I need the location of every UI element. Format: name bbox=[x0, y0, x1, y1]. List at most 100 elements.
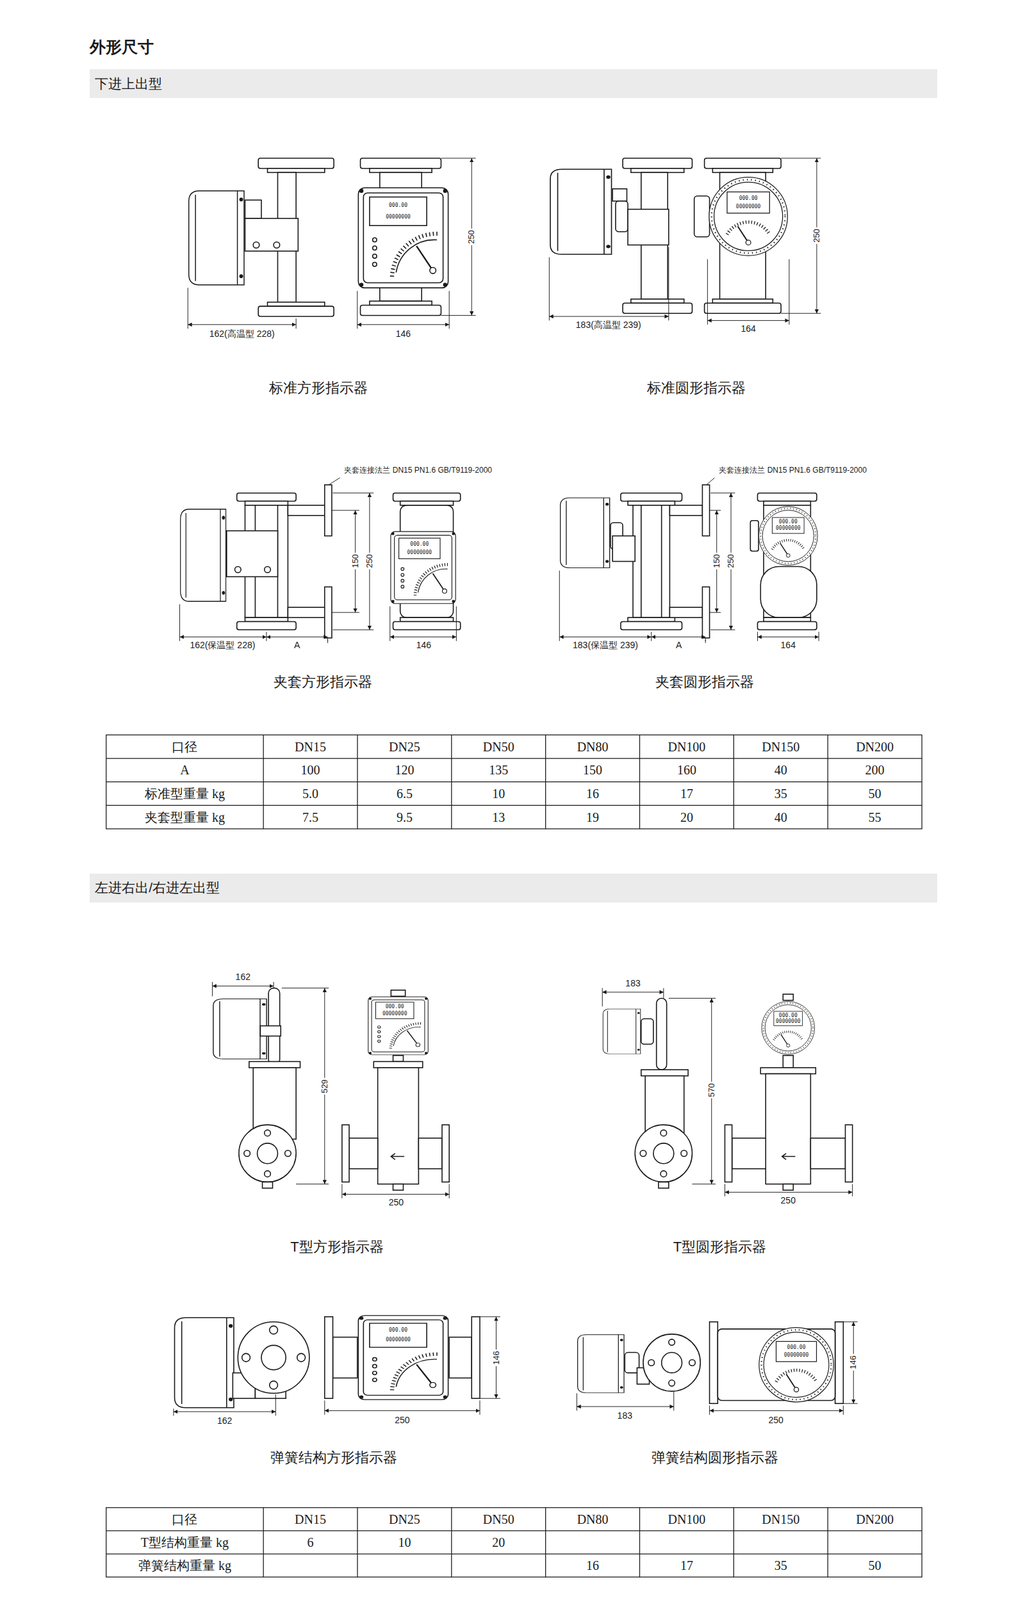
dimension-line bbox=[212, 985, 274, 987]
dimension-line bbox=[549, 158, 821, 325]
dimension-line bbox=[179, 636, 266, 638]
figure-caption: 弹簧结构圆形指示器 bbox=[651, 1449, 779, 1466]
table-cell: DN15 bbox=[294, 739, 327, 755]
dimension-line bbox=[602, 991, 664, 993]
table-cell: DN25 bbox=[388, 739, 421, 755]
jacket-round-meter bbox=[702, 484, 710, 537]
table-cell: 35 bbox=[774, 1558, 788, 1574]
standard-square-meter bbox=[358, 187, 448, 288]
jacket-square-meter bbox=[226, 531, 279, 578]
table-cell: 120 bbox=[394, 762, 414, 778]
jacket-round-meter bbox=[632, 505, 670, 618]
standard-square-meter bbox=[267, 168, 325, 173]
table-grid bbox=[106, 734, 922, 829]
table-cell: 19 bbox=[586, 809, 599, 825]
t-round-meter bbox=[845, 1124, 853, 1182]
display-digits: 000.00 bbox=[779, 519, 798, 525]
t-square-meter bbox=[213, 988, 450, 1191]
dimension-line bbox=[576, 1322, 858, 1416]
jacket-round-meter bbox=[757, 493, 817, 502]
display-digits: 000.00 bbox=[739, 196, 758, 202]
table-cell: 20 bbox=[492, 1534, 505, 1550]
table-cell: 50 bbox=[868, 786, 882, 802]
jacket-round-meter bbox=[620, 493, 683, 502]
figure-caption: 标准圆形指示器 bbox=[647, 379, 746, 396]
table-cell: 135 bbox=[488, 762, 509, 778]
display-digits: 00000000 bbox=[407, 550, 433, 556]
spring-square-meter bbox=[174, 1315, 480, 1409]
table-cell: 20 bbox=[680, 809, 694, 825]
dimension-line bbox=[187, 158, 476, 329]
t-round-meter bbox=[641, 1018, 654, 1045]
table-cell: DN25 bbox=[388, 1511, 421, 1527]
dimension-value: 164 bbox=[739, 323, 757, 334]
t-square-meter bbox=[285, 1150, 292, 1157]
dimension-value: 250 bbox=[467, 228, 477, 246]
t-round-meter bbox=[602, 994, 853, 1191]
spring-square-meter bbox=[269, 1326, 279, 1335]
table-cell: 弹簧结构重量 kg bbox=[138, 1558, 232, 1574]
standard-round-meter bbox=[612, 188, 627, 202]
jacket-square-meter bbox=[324, 586, 332, 639]
table-cell: 200 bbox=[865, 762, 885, 778]
jacket-square-meter bbox=[244, 617, 288, 622]
t-round-meter bbox=[782, 994, 794, 1001]
dimension-line bbox=[705, 638, 706, 644]
dimension-value: 146 bbox=[394, 328, 412, 339]
dimension-line bbox=[212, 982, 450, 1199]
standard-square-meter bbox=[244, 218, 298, 252]
t-round-meter bbox=[782, 1184, 794, 1191]
dimension-value: 250 bbox=[726, 553, 737, 571]
t-square-meter bbox=[418, 1138, 443, 1170]
table-cell: DN200 bbox=[855, 1511, 894, 1527]
table-grid bbox=[106, 1508, 922, 1578]
table-cell: 6.5 bbox=[396, 786, 413, 802]
t-square-meter bbox=[393, 1055, 404, 1063]
dimension-line bbox=[173, 1411, 276, 1412]
dimension-value: 162 bbox=[215, 1415, 234, 1427]
t-round-meter bbox=[782, 1153, 796, 1161]
table-cell: 口径 bbox=[171, 1511, 198, 1527]
standard-square-meter bbox=[188, 190, 245, 286]
section-band: 下进上出型 bbox=[89, 69, 938, 99]
display-digits: 00000000 bbox=[736, 204, 762, 210]
display-digits: 00000000 bbox=[784, 1353, 810, 1359]
jacket-round-meter bbox=[560, 497, 610, 568]
table-cell: A bbox=[180, 762, 189, 778]
standard-square-meter bbox=[258, 158, 334, 169]
spring-round-meter bbox=[668, 1339, 676, 1346]
dimension-line bbox=[212, 982, 450, 1199]
dimension-line bbox=[173, 1317, 501, 1417]
dimension-line bbox=[724, 1192, 853, 1193]
dimension-value: 162(高温型 228) bbox=[208, 328, 277, 339]
table-cell: 13 bbox=[492, 809, 505, 825]
jacket-round-meter bbox=[641, 505, 662, 618]
spring-round-meter bbox=[577, 1322, 844, 1404]
t-square-meter bbox=[373, 1061, 423, 1068]
t-square-meter bbox=[260, 1026, 281, 1037]
display-digits: 00000000 bbox=[385, 1337, 411, 1343]
dimension-value: 183 bbox=[623, 978, 642, 989]
dimension-value: 183 bbox=[616, 1410, 634, 1421]
jacket-square-meter bbox=[237, 493, 296, 502]
table-cell: 7.5 bbox=[302, 809, 319, 825]
table-cell: 标准型重量 kg bbox=[144, 786, 225, 802]
t-square-meter bbox=[390, 1153, 405, 1161]
t-square-meter bbox=[442, 1124, 450, 1182]
table-cell: DN80 bbox=[577, 1511, 609, 1527]
standard-round-meter bbox=[704, 303, 782, 314]
jacket-square-meter bbox=[235, 566, 242, 573]
table-cell: DN50 bbox=[483, 739, 515, 755]
dimension-line bbox=[357, 324, 450, 325]
page-title: 外形尺寸 bbox=[89, 36, 154, 58]
dimension-value: 146 bbox=[491, 1349, 501, 1367]
table-cell: 17 bbox=[680, 1558, 694, 1574]
figure-caption: 弹簧结构方形指示器 bbox=[270, 1449, 398, 1466]
dimension-line bbox=[342, 1194, 450, 1195]
table-cell: DN100 bbox=[667, 739, 706, 755]
jacket-round-meter bbox=[758, 506, 818, 566]
table-cell: 16 bbox=[586, 786, 599, 802]
dimension-line bbox=[327, 638, 328, 644]
display-digits: 000.00 bbox=[410, 541, 429, 548]
